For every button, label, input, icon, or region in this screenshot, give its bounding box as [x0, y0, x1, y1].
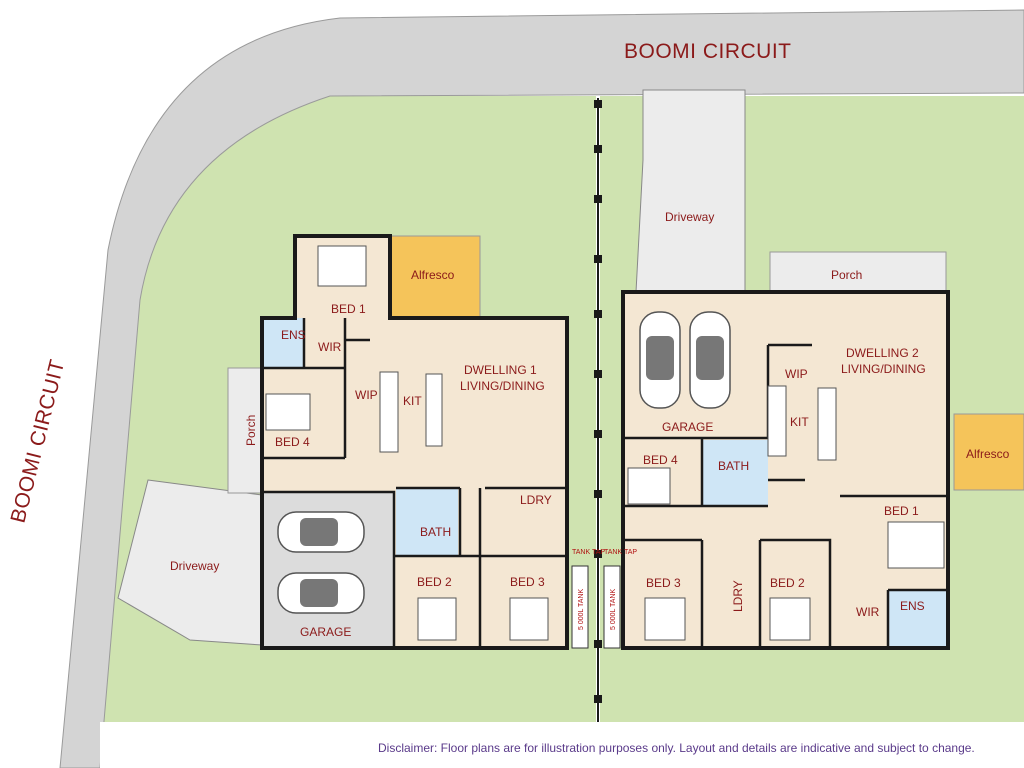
- d1-bed-1: [317, 245, 367, 287]
- d1-outer-wall: [260, 234, 569, 650]
- d2-label-bed1: BED 1: [884, 504, 919, 518]
- disclaimer-text: Disclaimer: Floor plans are for illustra…: [378, 741, 975, 755]
- d1-label-subtitle: LIVING/DINING: [460, 379, 545, 393]
- d2-label-wip: WIP: [785, 367, 808, 381]
- dwelling-2: [621, 251, 1024, 650]
- d1-label-bed1: BED 1: [331, 302, 366, 316]
- d2-ens: [888, 590, 948, 648]
- d1-label-bath: BATH: [420, 525, 451, 539]
- d1-label-alfresco: Alfresco: [411, 268, 455, 282]
- d1-label-porch: Porch: [244, 415, 258, 446]
- d1-label-ldry: LDRY: [520, 493, 552, 507]
- d1-car-2: [277, 572, 365, 614]
- d2-label-bed2: BED 2: [770, 576, 805, 590]
- d2-bath: [702, 440, 768, 506]
- d2-kitchen-bench: [767, 385, 787, 457]
- fence-posts: [594, 100, 602, 703]
- d2-outer-wall: [621, 290, 950, 650]
- d1-bath: [396, 488, 458, 556]
- d2-car-1: [639, 311, 681, 409]
- d2-label-ens: ENS: [900, 599, 925, 613]
- d1-label-kit: KIT: [403, 394, 422, 408]
- d1-label-bed3: BED 3: [510, 575, 545, 589]
- road-verge: [100, 722, 1024, 768]
- d1-porch: [227, 367, 263, 494]
- d1-ens: [262, 318, 304, 368]
- d1-kitchen-bench: [379, 371, 399, 453]
- tank-right: [603, 565, 621, 649]
- d1-label-driveway: Driveway: [170, 559, 219, 573]
- tank-tap-right: TANK TAP: [604, 549, 637, 556]
- d2-label-bath: BATH: [718, 459, 749, 473]
- tank-label-left: 5 000L TANK: [578, 589, 585, 630]
- d2-label-garage: GARAGE: [662, 420, 713, 434]
- d2-label-alfresco: Alfresco: [966, 447, 1010, 461]
- tank-left: [571, 565, 589, 649]
- d1-label-ens: ENS: [281, 328, 306, 342]
- d2-label-porch: Porch: [831, 268, 862, 282]
- d1-car-1: [277, 511, 365, 553]
- d2-bed-1: [887, 521, 945, 569]
- d1-bed-4: [265, 393, 311, 431]
- d2-bed-2: [769, 597, 811, 641]
- road: [59, 9, 1024, 768]
- driveway-2: [635, 89, 746, 293]
- street-label-left: BOOMI CIRCUIT: [7, 357, 70, 525]
- d2-label-driveway: Driveway: [665, 210, 714, 224]
- street-label-top: BOOMI CIRCUIT: [624, 40, 792, 63]
- d1-label-wip: WIP: [355, 388, 378, 402]
- d2-alfresco: [953, 413, 1024, 491]
- tank-tap-left: TANK TAP: [572, 549, 605, 556]
- d1-inner-walls: [262, 318, 567, 648]
- tank-label-right: 5 000L TANK: [610, 589, 617, 630]
- d2-label-bed4: BED 4: [643, 453, 678, 467]
- d1-bed-3: [509, 597, 549, 641]
- d2-bed-4: [627, 467, 671, 505]
- d1-label-wir: WIR: [318, 340, 342, 354]
- d1-label-garage: GARAGE: [300, 625, 351, 639]
- d2-kitchen-island: [817, 387, 837, 461]
- d1-kitchen-island: [425, 373, 443, 447]
- d1-bed-2: [417, 597, 457, 641]
- d2-bed-3: [644, 597, 686, 641]
- d1-label-bed4: BED 4: [275, 435, 310, 449]
- d2-label-wir: WIR: [856, 605, 880, 619]
- d1-label-bed2: BED 2: [417, 575, 452, 589]
- d2-label-ldry: LDRY: [731, 580, 745, 612]
- d2-label-bed3: BED 3: [646, 576, 681, 590]
- d2-label-subtitle: LIVING/DINING: [841, 362, 926, 376]
- dwelling-1: [227, 234, 569, 650]
- d2-car-2: [689, 311, 731, 409]
- d2-label-kit: KIT: [790, 415, 809, 429]
- d1-label-title: DWELLING 1: [464, 363, 537, 377]
- d2-label-title: DWELLING 2: [846, 346, 919, 360]
